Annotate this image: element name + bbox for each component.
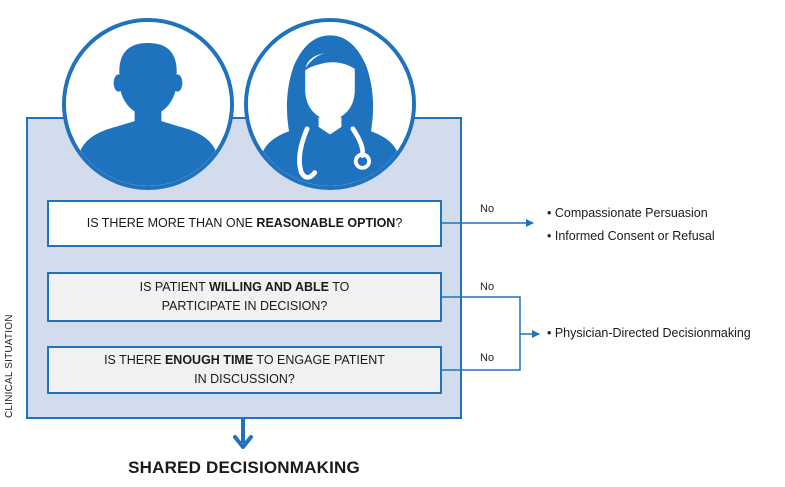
question-2-text-bold: WILLING AND ABLE — [209, 280, 329, 294]
question-1-text-bold: REASONABLE OPTION — [256, 216, 396, 230]
patient-icon — [66, 22, 230, 186]
no-label-q3: No — [480, 352, 495, 364]
shared-decisionmaking-label: SHARED DECISIONMAKING — [128, 458, 360, 477]
question-reasonable-option: IS THERE MORE THAN ONE REASONABLE OPTION… — [47, 200, 442, 247]
no-label-q1: No — [480, 203, 495, 215]
question-2-text-pre: IS PATIENT — [139, 280, 210, 294]
clinical-situation-label: CLINICAL SITUATION — [4, 314, 15, 418]
outcome-physician-directed: • Physician-Directed Decisionmaking — [547, 326, 751, 340]
down-arrow-head — [233, 435, 253, 449]
question-willing-and-able: IS PATIENT WILLING AND ABLE TO PARTICIPA… — [47, 272, 442, 322]
outcome-informed-consent: • Informed Consent or Refusal — [547, 229, 715, 243]
outcome-compassionate-persuasion: • Compassionate Persuasion — [547, 206, 708, 220]
no-label-q2: No — [480, 281, 495, 293]
question-3-text-pre: IS THERE — [104, 353, 165, 367]
question-1-text-pre: IS THERE MORE THAN ONE — [86, 216, 257, 230]
question-enough-time: IS THERE ENOUGH TIME TO ENGAGE PATIENT I… — [47, 346, 442, 394]
doctor-icon — [248, 22, 412, 186]
doctor-avatar — [244, 18, 416, 190]
patient-avatar — [62, 18, 234, 190]
question-3-text-post: TO ENGAGE PATIENT IN DISCUSSION? — [194, 353, 385, 386]
question-1-text-post: ? — [395, 216, 403, 230]
question-3-text-bold: ENOUGH TIME — [164, 353, 254, 367]
question-2-text-post: TO PARTICIPATE IN DECISION? — [161, 280, 350, 313]
